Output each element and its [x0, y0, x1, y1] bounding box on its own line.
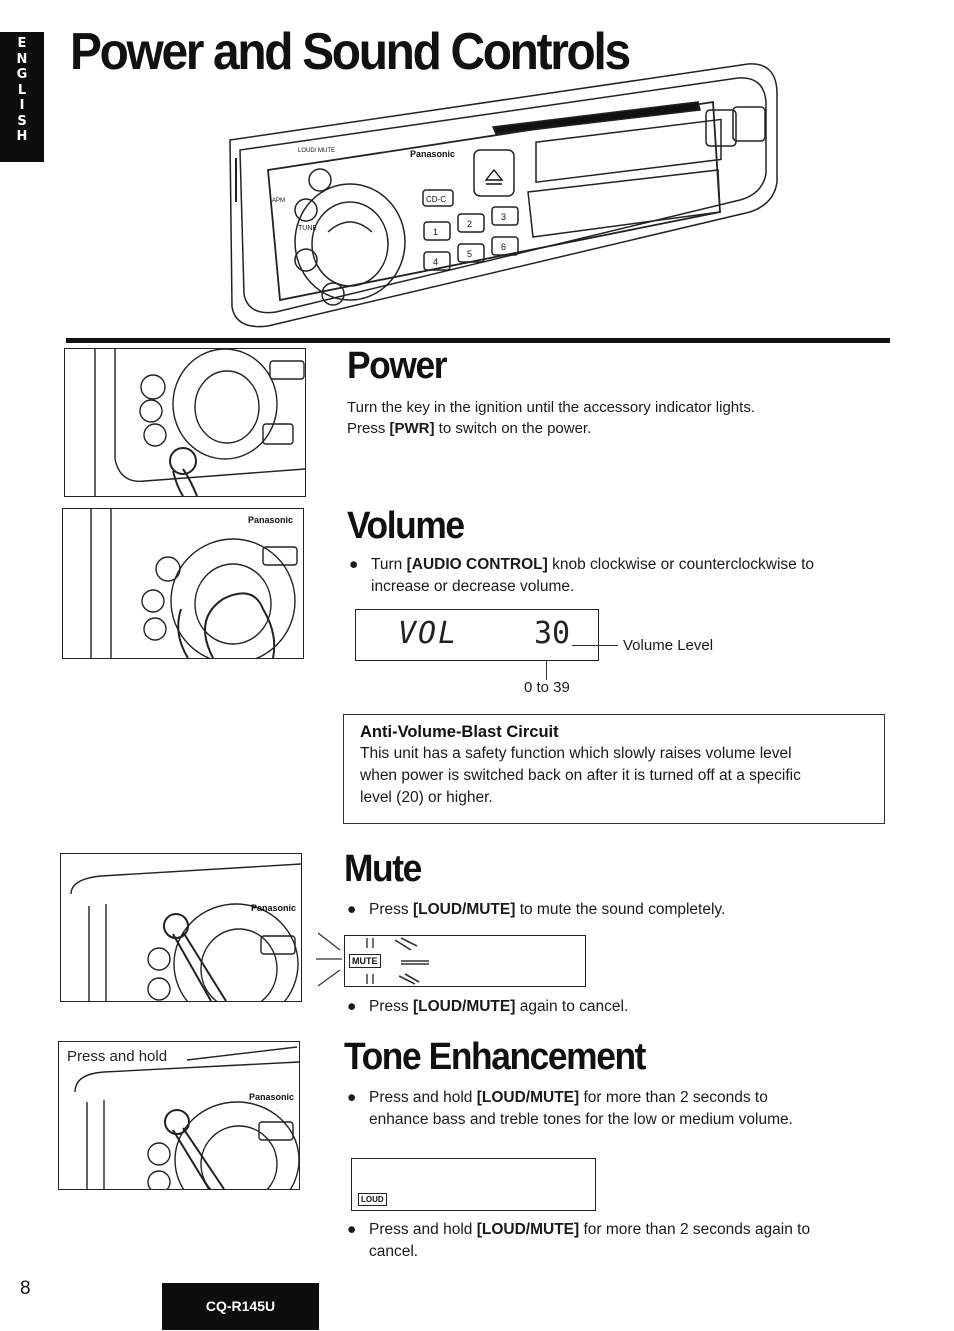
- mute-lcd: MUTE: [344, 935, 586, 987]
- volume-heading: Volume: [347, 505, 465, 547]
- avb-title: Anti-Volume-Blast Circuit: [360, 723, 559, 741]
- mute-heading: Mute: [344, 848, 422, 890]
- preset-6: 6: [501, 242, 506, 252]
- volume-photo: Panasonic: [62, 508, 304, 659]
- bullet-dot: ●: [349, 556, 359, 573]
- mute-callout-lines: [316, 932, 342, 987]
- bullet-dot: ●: [347, 901, 357, 918]
- preset-3: 3: [501, 212, 506, 222]
- avb-body: This unit has a safety function which sl…: [360, 745, 801, 806]
- preset-5: 5: [467, 249, 472, 259]
- pwr-key: [PWR]: [389, 420, 435, 437]
- power-illustration: [94, 349, 305, 496]
- power-line-2: Press [PWR] to switch on the power.: [347, 420, 592, 437]
- avb-box: Anti-Volume-Blast Circuit This unit has …: [343, 714, 885, 824]
- segment-icon: [366, 938, 374, 984]
- lang-letter: I: [19, 98, 25, 113]
- lang-letter: H: [16, 129, 28, 144]
- loud-mute-key: [LOUD/MUTE]: [412, 998, 516, 1015]
- blink-icon: [394, 937, 429, 985]
- tune-label: TUNE: [298, 225, 317, 232]
- power-heading: Power: [347, 345, 447, 387]
- bullet-dot: ●: [347, 1221, 357, 1238]
- loud-mute-key: [LOUD/MUTE]: [476, 1089, 580, 1106]
- loud-mute-key: [LOUD/MUTE]: [476, 1221, 580, 1238]
- lang-letter: L: [17, 82, 27, 98]
- audio-control-key: [AUDIO CONTROL]: [406, 556, 548, 573]
- press-hold-label: Press and hold: [67, 1048, 168, 1065]
- cdc-label: CD-C: [426, 195, 446, 204]
- loud-mute-label: LOUD/ MUTE: [298, 148, 335, 154]
- lang-letter: G: [16, 67, 28, 82]
- mute-photo: Panasonic: [60, 853, 302, 1002]
- lcd-vol-value: 30: [534, 616, 571, 651]
- head-unit-illustration: Panasonic LOUD/ MUTE APM TUNE CD-C 1 2 3…: [229, 63, 778, 328]
- lang-letter: E: [17, 36, 27, 51]
- loud-mute-key: [LOUD/MUTE]: [412, 901, 516, 918]
- lcd-vol-text: VOL: [398, 616, 459, 651]
- brand-label: Panasonic: [410, 149, 455, 159]
- lang-letter: N: [16, 51, 28, 67]
- preset-1: 1: [433, 227, 438, 237]
- page-title: Power and Sound Controls: [70, 23, 631, 81]
- brand-label-2: Panasonic: [248, 515, 293, 525]
- range-leader-line: [546, 660, 547, 680]
- loud-indicator: LOUD: [358, 1193, 387, 1206]
- volume-range: 0 to 39: [524, 679, 570, 696]
- preset-2: 2: [467, 219, 472, 229]
- tone-lcd: LOUD: [351, 1158, 596, 1211]
- brand-label-4: Panasonic: [249, 1092, 294, 1102]
- model-badge: CQ-R145U: [162, 1283, 319, 1330]
- tone-photo: Press and hold Panasonic: [58, 1041, 300, 1190]
- tone-heading: Tone Enhancement: [344, 1036, 646, 1078]
- preset-4: 4: [433, 257, 438, 267]
- power-line-1: Turn the key in the ignition until the a…: [347, 399, 755, 416]
- bullet-dot: ●: [347, 1089, 357, 1106]
- power-text: Turn the key in the ignition until the a…: [347, 397, 867, 439]
- level-leader-line: [572, 645, 618, 646]
- bullet-dot: ●: [347, 998, 357, 1015]
- volume-illustration: Panasonic: [90, 509, 298, 658]
- brand-label-3: Panasonic: [251, 903, 296, 913]
- page-number: 8: [20, 1278, 31, 1299]
- section-rule: [66, 338, 890, 343]
- mute-indicator: MUTE: [349, 954, 381, 968]
- tone-illustration: Panasonic: [74, 1046, 299, 1189]
- volume-lcd: VOL 30: [355, 609, 599, 661]
- language-tab: E N G L I S H: [0, 32, 44, 162]
- mute-illustration: Panasonic: [70, 863, 301, 1001]
- apm-label: APM: [272, 198, 285, 204]
- volume-level-label: Volume Level: [623, 637, 714, 654]
- power-photo: [64, 348, 306, 497]
- eject-icon: [484, 168, 504, 185]
- lang-letter: S: [17, 113, 27, 129]
